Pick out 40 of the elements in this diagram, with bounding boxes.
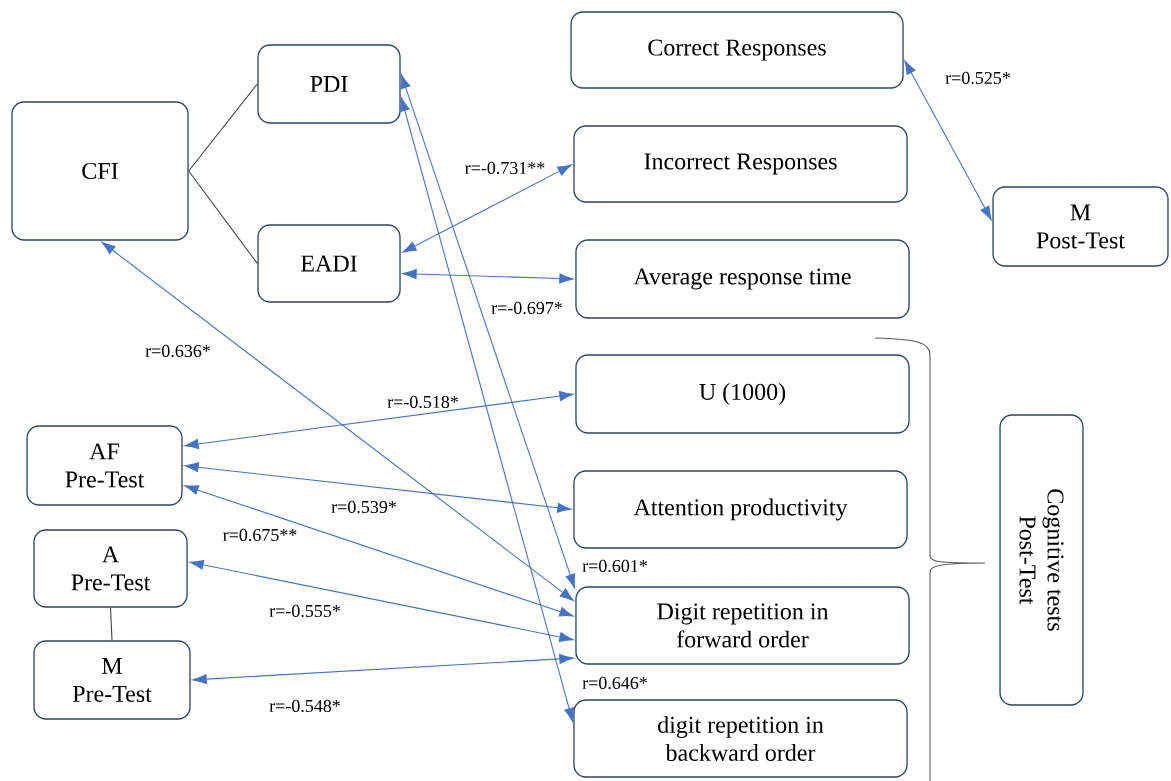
double-arrow [192,653,574,685]
measure-box: Incorrect Responses [573,125,908,203]
edge-label: r=0.525* [945,71,1010,85]
double-arrow [904,60,992,221]
concept-box: PDI [257,44,401,124]
measure-box: U (1000) [575,354,910,434]
connector-line [188,170,258,265]
measure-box: Average response time [575,239,910,319]
test-box: AF Pre-Test [26,425,183,506]
test-box: M Pre-Test [33,640,191,720]
double-arrow [402,269,574,284]
double-arrow [400,74,576,589]
test-box: M Post-Test [992,186,1169,267]
edge-label: r=0.636* [145,344,210,358]
edge-label: r=-0.555* [269,604,340,618]
measure-box: digit repetition in backward order [573,699,908,778]
edge-label: r=-0.518* [387,395,458,409]
concept-box: EADI [257,224,401,303]
connector-line [188,83,258,172]
double-arrow [184,391,574,449]
double-arrow [402,164,572,253]
edge-label: r=0.539* [331,500,396,514]
group-box: Cognitive tests Post-Test [999,414,1084,706]
concept-box: CFI [11,101,189,241]
connector-line [109,607,113,641]
measure-box: Digit repetition in forward order [575,586,910,665]
double-arrow [189,559,574,642]
double-arrow [184,462,572,513]
measure-box: Correct Responses [570,11,904,89]
edge-label: r=0.675** [223,528,297,542]
edge-label: r=-0.731** [465,161,545,175]
double-arrow [399,97,575,723]
double-arrow [101,241,574,602]
edge-label: r=0.646* [582,676,647,690]
edge-label: r=-0.697* [491,301,562,315]
test-box: A Pre-Test [33,529,188,608]
measure-box: Attention productivity [573,470,908,549]
double-arrow [184,485,574,617]
edge-label: r=-0.548* [269,699,340,713]
edge-label: r=0.601* [582,559,647,573]
